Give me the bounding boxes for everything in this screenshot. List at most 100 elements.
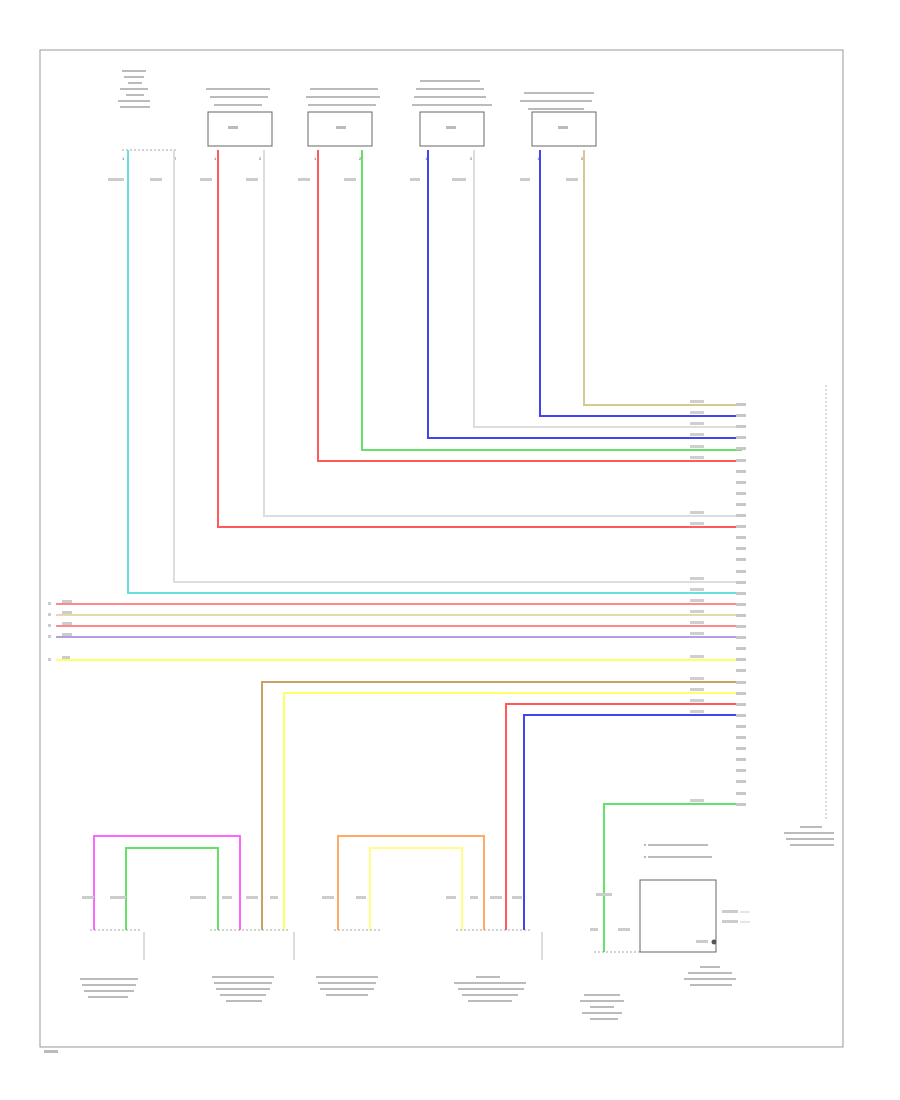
component-5-body [531, 111, 597, 147]
bottom-component-1 [80, 896, 145, 998]
wire-yellow [283, 692, 742, 930]
connector-pin-mark [736, 425, 746, 428]
top-component-5: 1 2 [520, 92, 597, 161]
wire-lightblue [127, 150, 742, 594]
wire-white [473, 150, 742, 428]
wire-white [263, 150, 742, 517]
left-wire-label-marks [48, 600, 72, 661]
wire-blue [539, 150, 742, 417]
ground-point [711, 939, 717, 945]
top-component-1: 1 2 [118, 70, 178, 161]
connector-pin-mark [736, 747, 746, 750]
component-1-label-lines [118, 70, 150, 108]
component-4-label-line [420, 80, 480, 82]
connector-pin-mark [736, 725, 746, 728]
wire-color-mark [690, 621, 704, 624]
wire-color-mark [690, 588, 704, 591]
wire-color-mark [690, 688, 704, 691]
connector-pin-mark [736, 525, 746, 528]
wire-color-mark [690, 511, 704, 514]
wire-color-mark [690, 456, 704, 459]
component-2-label-line [210, 96, 268, 98]
wire-color-mark [690, 655, 704, 658]
component-5-label-line [528, 108, 584, 110]
wire-blue [427, 150, 742, 439]
wire-color-mark [690, 411, 704, 414]
wire-green [125, 847, 219, 930]
component-4-pin-1: 1 [425, 156, 428, 161]
connector-pin-mark [736, 803, 746, 806]
connector-pin-mark [736, 714, 746, 717]
wire-color-mark [690, 699, 704, 702]
component-4-pin-2: 2 [470, 156, 473, 161]
component-4-symbol [446, 126, 456, 129]
wire-color-mark [690, 433, 704, 436]
connector-label [784, 826, 834, 846]
connector-pin-mark [736, 625, 746, 628]
component-4-label-line [416, 88, 484, 90]
top-component-4: 1 2 [412, 80, 492, 161]
connector-pin-mark [736, 758, 746, 761]
wire-green [603, 803, 742, 930]
wire-brown [261, 681, 742, 930]
wire-color-mark [690, 445, 704, 448]
component-4-body [419, 111, 485, 147]
wire-color-mark [690, 677, 704, 680]
wire-red [317, 150, 742, 462]
connector-pin-mark [736, 470, 746, 473]
wire-color-mark [690, 400, 704, 403]
diagram-frame [39, 49, 844, 1048]
wire-color-mark [690, 577, 704, 580]
bottom-component-5 [580, 843, 750, 1020]
top-component-2: 1 2 [206, 88, 273, 161]
connector-pin-mark [736, 703, 746, 706]
connector-pin-mark [736, 570, 746, 573]
wire-color-mark [690, 599, 704, 602]
connector-pin-mark [736, 592, 746, 595]
connector-pin-mark [736, 614, 746, 617]
component-3-pin-1: 1 [314, 156, 317, 161]
bottom-loops [93, 835, 485, 930]
wire-white [173, 150, 742, 583]
connector-pin-mark [736, 414, 746, 417]
connector-pin-mark [736, 581, 746, 584]
wire-magenta [93, 835, 241, 930]
connector-pin-mark [736, 681, 746, 684]
connector-pin-mark [736, 736, 746, 739]
wire-red [505, 703, 742, 930]
connector-pin-mark [736, 792, 746, 795]
top-component-3: 1 2 [306, 88, 380, 161]
connector-pin-mark [736, 436, 746, 439]
connector-pin-mark [736, 492, 746, 495]
top-wire-label-marks [108, 178, 578, 181]
connector-pin-mark [736, 536, 746, 539]
connector-pin-mark [736, 658, 746, 661]
component-1-pin-1: 1 [122, 156, 125, 161]
component-3-body [307, 111, 373, 147]
bottom-component-4 [446, 896, 543, 1002]
component-3-label-line [310, 88, 378, 90]
wire-yellow [369, 847, 463, 930]
component-2-pin-2: 2 [259, 156, 262, 161]
wire-color-mark [690, 632, 704, 635]
connector-pin-mark [736, 603, 746, 606]
wire-tan [583, 150, 742, 406]
connector-pin-column [690, 400, 746, 806]
wire-green [361, 150, 742, 451]
left-wires [56, 603, 742, 661]
connector-pin-mark [736, 481, 746, 484]
wire-color-mark [690, 799, 704, 802]
wire-red [217, 150, 742, 528]
component-5-label-line [524, 92, 594, 94]
module-body [639, 879, 717, 953]
component-5-pin-2: 2 [581, 156, 584, 161]
wire-orange [337, 835, 485, 930]
wire-color-mark [690, 522, 704, 525]
component-2-body [207, 111, 273, 147]
component-1-pin-2: 2 [174, 156, 177, 161]
wire-blue [523, 714, 742, 930]
component-4-label-line [414, 96, 486, 98]
connector-pin-mark [736, 514, 746, 517]
component-3-label-line [308, 104, 376, 106]
component-5-label-line [520, 100, 592, 102]
